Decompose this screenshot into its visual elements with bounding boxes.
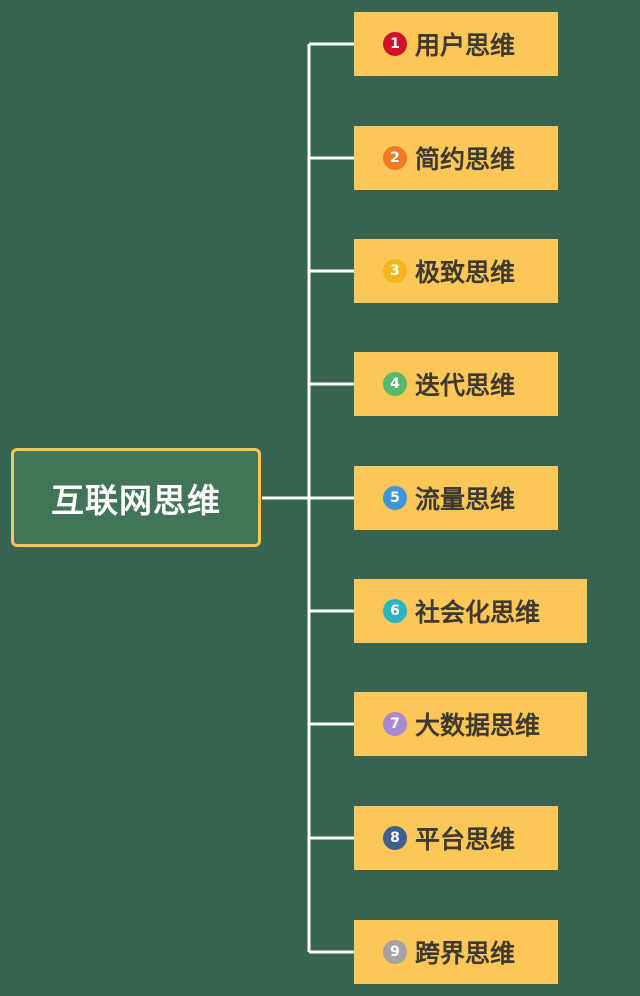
branch-label-user: 用户思维 — [415, 31, 516, 60]
number-badge-7: 7 — [383, 712, 407, 736]
number-badge-6: 6 — [383, 599, 407, 623]
number-badge-3: 3 — [383, 259, 407, 283]
number-badge-8: 8 — [383, 826, 407, 850]
branch-node-iteration: 4 迭代思维 — [354, 352, 558, 416]
branch-node-excellence: 3 极致思维 — [354, 239, 558, 303]
central-topic-label: 互联网思维 — [51, 480, 221, 520]
branch-node-platform: 8 平台思维 — [354, 806, 558, 870]
branch-node-crossover: 9 跨界思维 — [354, 920, 558, 984]
branch-node-user: 1 用户思维 — [354, 12, 558, 76]
number-badge-9: 9 — [383, 940, 407, 964]
branch-label-crossover: 跨界思维 — [415, 939, 516, 968]
branch-node-social: 6 社会化思维 — [354, 579, 587, 643]
branch-label-excellence: 极致思维 — [415, 258, 516, 287]
branch-node-simplicity: 2 简约思维 — [354, 126, 558, 190]
branch-node-big-data: 7 大数据思维 — [354, 692, 587, 756]
central-topic-node: 互联网思维 — [11, 448, 261, 547]
branch-label-platform: 平台思维 — [415, 825, 516, 854]
branch-label-traffic: 流量思维 — [415, 485, 516, 514]
branch-label-simplicity: 简约思维 — [415, 145, 516, 174]
number-badge-5: 5 — [383, 486, 407, 510]
branch-label-iteration: 迭代思维 — [415, 371, 516, 400]
number-badge-1: 1 — [383, 32, 407, 56]
branch-node-traffic: 5 流量思维 — [354, 466, 558, 530]
number-badge-4: 4 — [383, 372, 407, 396]
branch-label-social: 社会化思维 — [415, 598, 541, 627]
number-badge-2: 2 — [383, 146, 407, 170]
branch-label-big-data: 大数据思维 — [415, 711, 541, 740]
